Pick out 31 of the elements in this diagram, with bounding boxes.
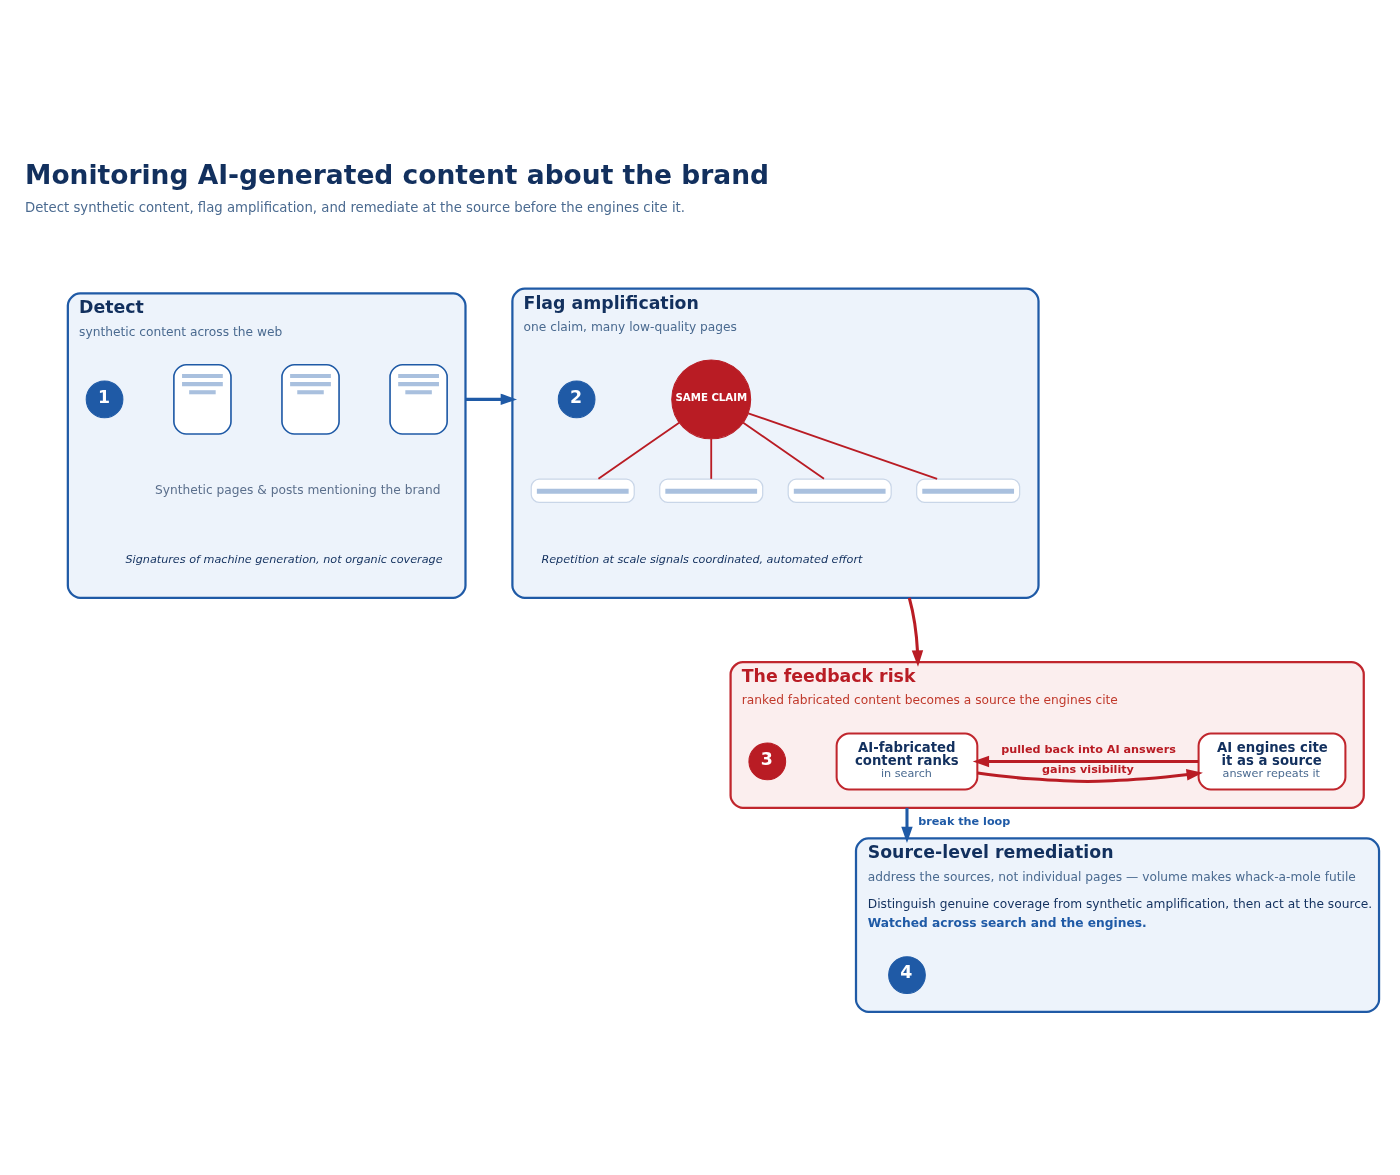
label: Synthetic pages & posts mentioning the brand [155, 482, 441, 497]
connector [747, 412, 939, 480]
node-box [173, 363, 232, 435]
edge-label: break the loop [918, 814, 1011, 828]
arrow [901, 807, 913, 844]
node-circle: 3 [748, 742, 787, 781]
node-box [281, 363, 340, 435]
node-circle: 4 [888, 956, 926, 994]
node-circle: SAME CLAIM [671, 359, 752, 440]
node-circle: 1 [85, 380, 124, 419]
connector [597, 421, 681, 480]
arrow [972, 755, 1199, 768]
node-box [787, 478, 892, 504]
node-circle: 2 [557, 380, 596, 419]
connector [742, 421, 825, 480]
arrow [907, 597, 924, 667]
node-box [659, 478, 764, 504]
connector [710, 437, 713, 480]
label: Signatures of machine generation, not organic coverage [125, 552, 443, 566]
arrow [465, 393, 517, 406]
node-box [916, 478, 1021, 504]
label: Repetition at scale signals coordinated, automated effort [541, 552, 863, 566]
node-box: AI engines cite it as a source answer repeats it [1197, 732, 1347, 791]
node-box [389, 363, 448, 435]
diagram-title: Monitoring AI-generated content about the brand [25, 158, 770, 190]
caption: Detect synthetic content, flag amplification, and remediate at the source before the engines cite it. [25, 200, 685, 216]
node-box: AI-fabricated content ranks in search [835, 732, 979, 791]
arrow [977, 769, 1203, 783]
edge-label: gains visibility [1042, 763, 1134, 777]
edge-label: pulled back into AI answers [1001, 743, 1176, 757]
node-box [530, 478, 635, 504]
